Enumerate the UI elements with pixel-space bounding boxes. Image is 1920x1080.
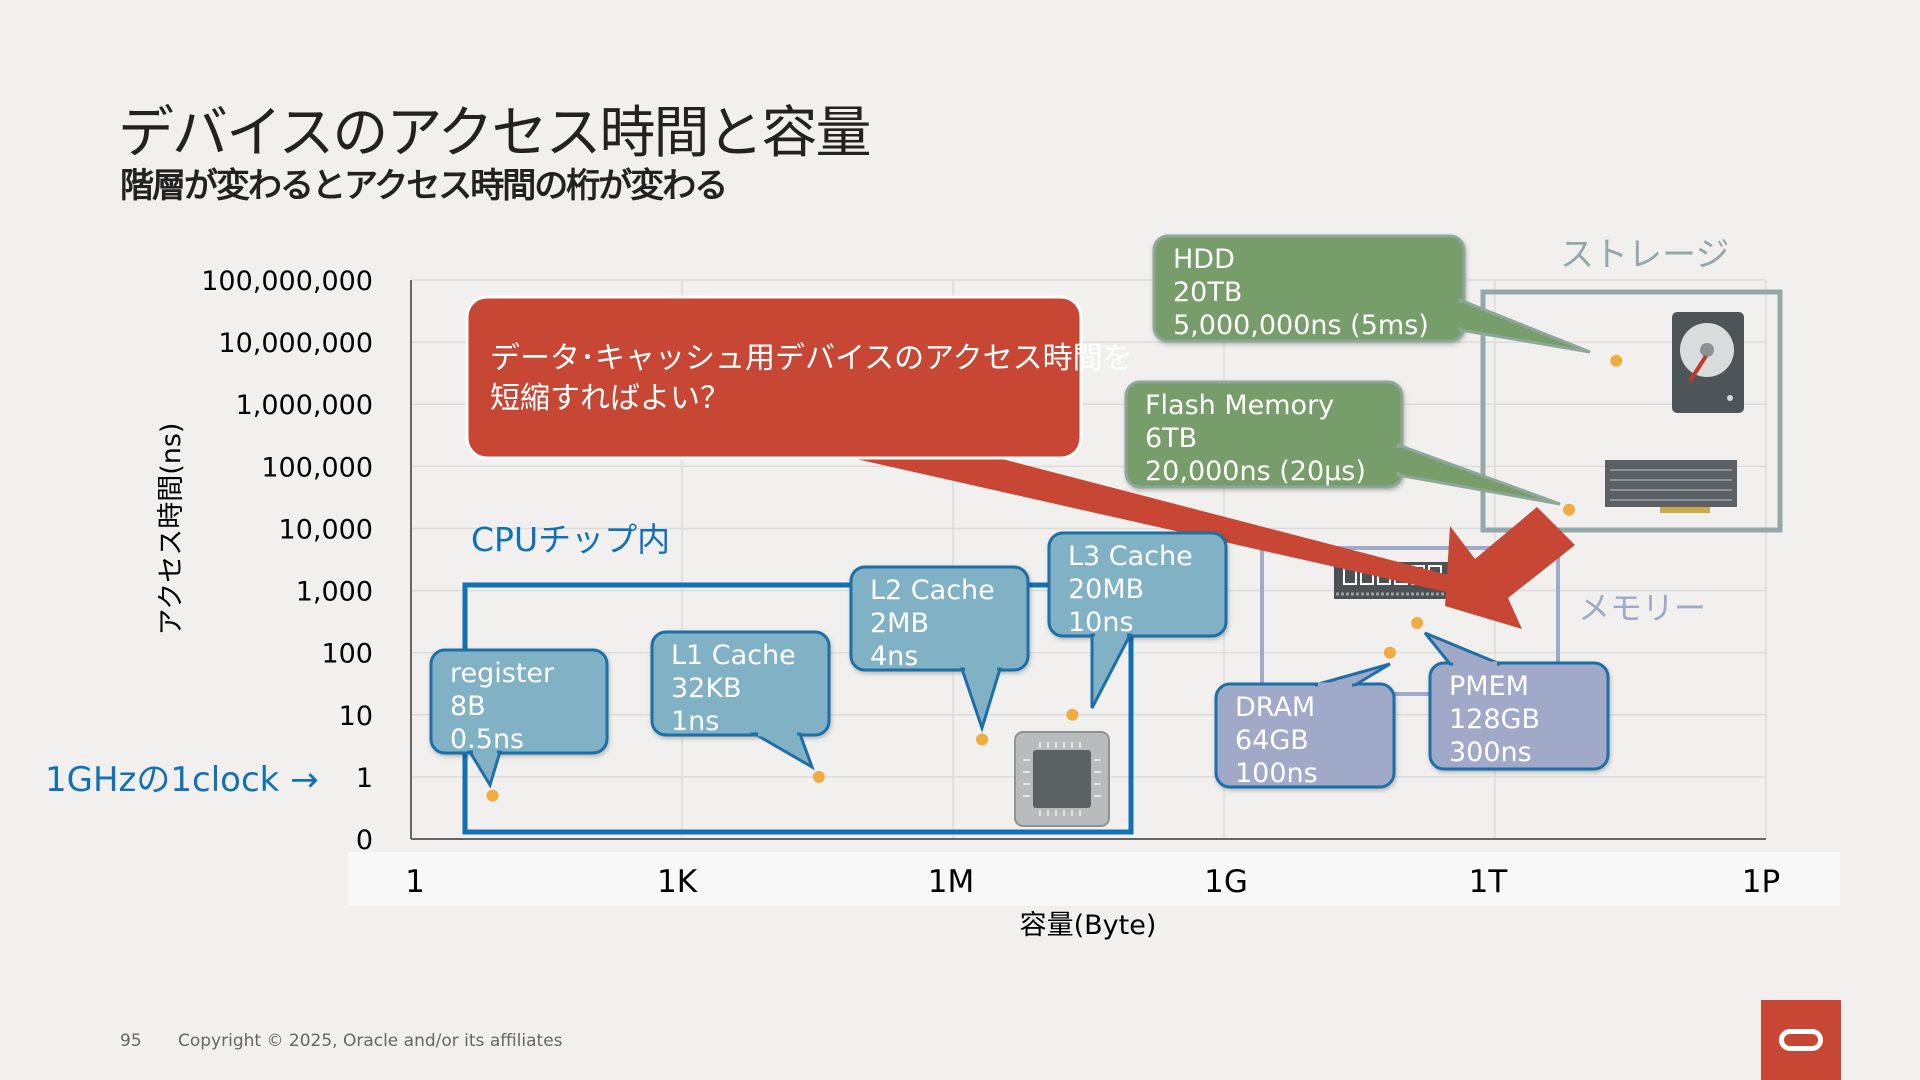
y-axis-label: アクセス時間(ns)	[156, 423, 187, 636]
y-tick-label: 1	[356, 763, 373, 794]
bubble-label-line: 6TB	[1145, 423, 1197, 454]
callout-line-1: データ･キャッシュ用デバイスのアクセス時間を	[490, 341, 1133, 376]
clock-note: 1GHzの1clock →	[45, 760, 319, 800]
bubble-label-line: 2MB	[870, 608, 929, 639]
y-tick-labels: 0 1 10 100 1,000 10,000 100,000 1,000,000 10,000…	[201, 266, 373, 856]
data-point	[1383, 646, 1396, 659]
bubble-box	[429, 648, 609, 755]
slide-title: デバイスのアクセス時間と容量	[118, 101, 872, 166]
data-point	[1610, 354, 1623, 367]
bubble-tail	[1458, 297, 1591, 354]
bubble-box	[1047, 531, 1228, 638]
bubble-label-line: 20MB	[1068, 574, 1144, 605]
data-point	[486, 789, 499, 802]
access-time-callout: データ･キャッシュ用デバイスのアクセス時間を 短縮すればよい？	[465, 295, 1575, 629]
copyright-text: Copyright © 2025, Oracle and/or its affi…	[178, 1031, 563, 1051]
x-tick-label: 1K	[657, 864, 698, 900]
bubble-label-line: 100ns	[1235, 758, 1318, 789]
memory-region-box	[1260, 546, 1560, 696]
y-tick-label: 100	[321, 639, 373, 670]
cpu-region-label: CPUチップ内	[471, 520, 670, 559]
bubble-label-line: 64GB	[1235, 725, 1309, 756]
y-tick-label: 10	[339, 701, 373, 732]
slide-subtitle: 階層が変わるとアクセス時間の桁が変わる	[120, 166, 728, 206]
bubble-label-line: 300ns	[1449, 737, 1532, 768]
chart-grid	[410, 279, 1767, 840]
x-tick-label: 1T	[1469, 864, 1509, 900]
x-tick-label: 1P	[1742, 864, 1780, 900]
bubble-box	[650, 630, 831, 737]
bubble-box	[1214, 682, 1396, 789]
bubble-label-line: HDD	[1173, 244, 1235, 275]
data-point	[812, 770, 825, 783]
bubble-tail	[1396, 442, 1561, 506]
bubble-tail	[959, 667, 1003, 733]
bubble-label-line: register	[450, 658, 555, 689]
flash-card-icon	[1605, 460, 1737, 513]
storage-region-label: ストレージ	[1560, 235, 1729, 275]
hdd-icon	[1672, 312, 1744, 413]
bubble-label-line: 20TB	[1173, 277, 1242, 308]
y-tick-label: 10,000	[279, 514, 373, 545]
x-axis-label: 容量(Byte)	[1020, 910, 1157, 941]
bubble-label-line: DRAM	[1235, 692, 1315, 723]
y-tick-label: 1,000,000	[236, 390, 373, 421]
data-point	[1563, 503, 1576, 516]
bubble-label-line: 0.5ns	[450, 724, 524, 755]
storage-region-box	[1480, 289, 1783, 533]
oracle-logo	[1761, 1000, 1841, 1080]
bubble-tail	[1090, 633, 1133, 709]
bubble-label-line: 1ns	[671, 706, 719, 737]
page-number: 95	[120, 1031, 142, 1051]
bubble-label-line: L3 Cache	[1068, 541, 1193, 572]
bubble-label-line: Flash Memory	[1145, 390, 1334, 421]
memory-region-label: メモリー	[1578, 589, 1706, 627]
bubble-box	[1152, 234, 1466, 343]
x-tick-label: 1G	[1204, 864, 1248, 900]
bubble-label-line: 8B	[450, 691, 486, 722]
x-tick-labels: 1 1K 1M 1G 1T 1P	[405, 864, 1780, 900]
y-tick-label: 10,000,000	[218, 328, 373, 359]
y-tick-label: 0	[356, 825, 373, 856]
bubble-label-line: 10ns	[1068, 607, 1134, 638]
bubble-label-line: 32KB	[671, 673, 742, 704]
y-tick-label: 100,000,000	[201, 266, 373, 297]
bubble-label-line: PMEM	[1449, 671, 1529, 702]
bubble-tail	[1314, 662, 1391, 687]
y-tick-label: 1,000	[296, 577, 373, 608]
bubble-box	[1124, 380, 1404, 489]
x-tick-label: 1	[405, 864, 425, 900]
data-point	[1411, 617, 1424, 630]
callout-line-2: 短縮すればよい？	[490, 381, 730, 416]
bubble-label-line: L1 Cache	[671, 640, 796, 671]
bubble-box	[849, 565, 1030, 672]
bubble-label-line: 5,000,000ns (5ms)	[1173, 310, 1429, 341]
bubble-box	[1428, 661, 1610, 771]
y-tick-label: 100,000	[261, 452, 373, 483]
bubble-label-line: 4ns	[870, 641, 918, 672]
data-point	[976, 733, 989, 746]
cpu-chip-icon	[1014, 731, 1110, 827]
data-points	[486, 354, 1623, 802]
x-tick-label: 1M	[928, 864, 974, 900]
bubble-tail	[467, 750, 503, 789]
bubble-label-line: L2 Cache	[870, 575, 995, 606]
data-point	[1066, 708, 1079, 721]
bubble-tail	[1423, 631, 1501, 666]
bubble-label-line: 128GB	[1449, 704, 1540, 735]
bubble-label-line: 20,000ns (20µs)	[1145, 456, 1366, 487]
x-axis-band	[348, 852, 1840, 906]
bubble-tail	[749, 732, 815, 771]
